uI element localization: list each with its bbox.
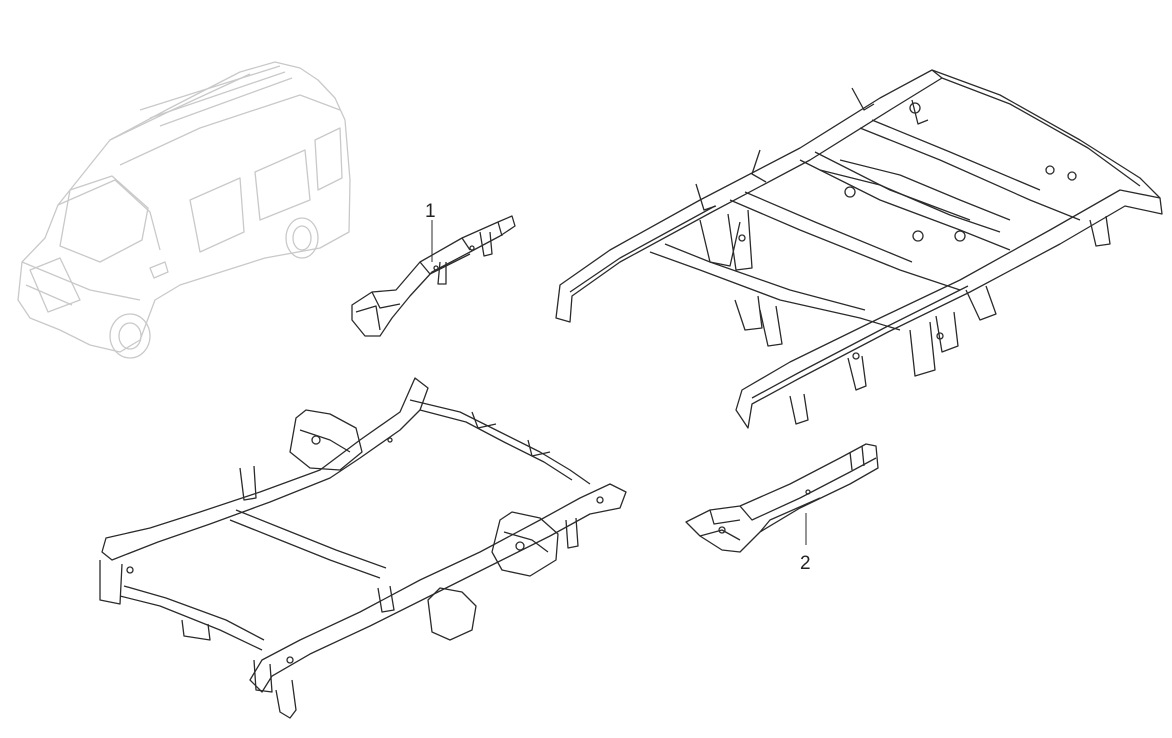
frame-assembly-rear — [555, 69, 1163, 429]
frame-assembly-front — [99, 377, 627, 719]
callout-label-1: 1 — [425, 201, 436, 222]
part-1-crossmember — [351, 215, 516, 337]
part-2-rail-section — [685, 443, 879, 553]
van-silhouette — [17, 61, 351, 359]
callout-label-2: 2 — [800, 553, 811, 574]
